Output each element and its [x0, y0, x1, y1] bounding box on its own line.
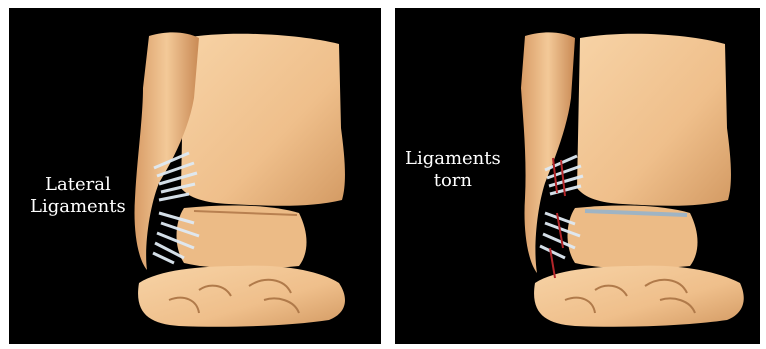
foot-bones: [534, 266, 744, 327]
tibia-bone: [181, 34, 345, 206]
tibia-bone: [577, 34, 731, 206]
lateral-ligaments-label: Lateral Ligaments: [30, 174, 126, 218]
healthy-ankle-panel: Lateral Ligaments: [9, 8, 381, 344]
foot-bones: [138, 266, 345, 327]
torn-ankle-panel: Ligaments torn: [395, 8, 760, 344]
label-line-1: Lateral: [30, 174, 126, 196]
label-line-2: torn: [405, 170, 501, 192]
label-line-2: Ligaments: [30, 196, 126, 218]
label-line-1: Ligaments: [405, 148, 501, 170]
ligaments-torn-label: Ligaments torn: [405, 148, 501, 192]
